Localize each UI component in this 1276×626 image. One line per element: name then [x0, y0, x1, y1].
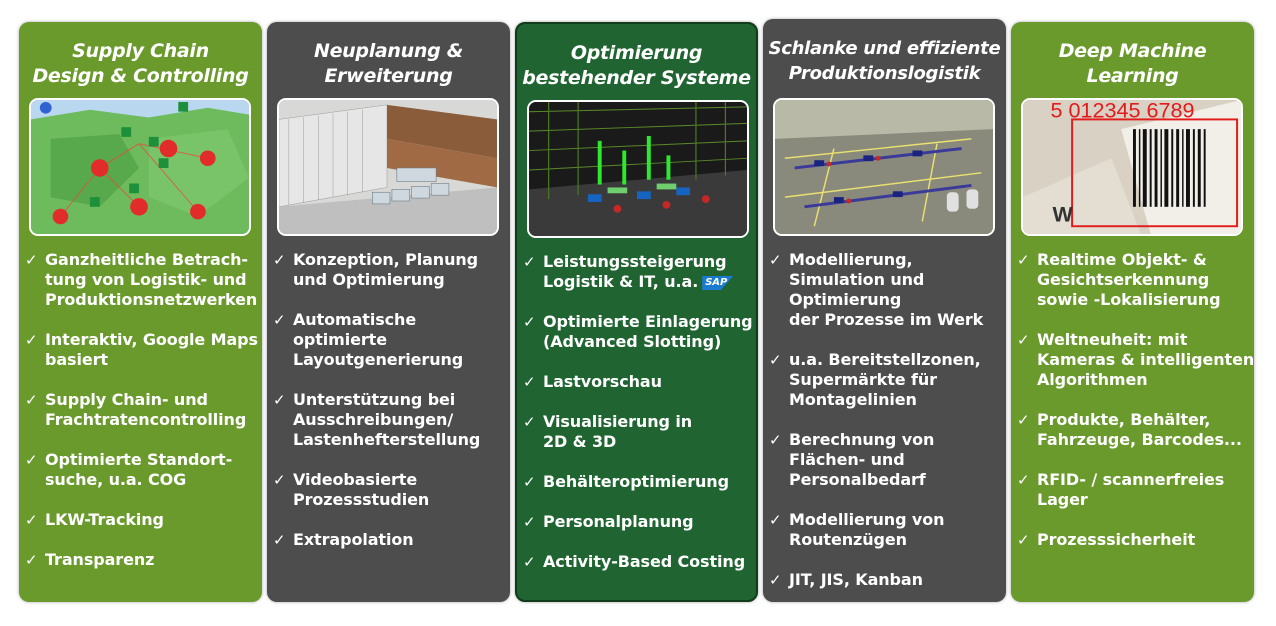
list-item: ✓ Produkte, Behälter, Fahrzeuge, Barcode…	[1017, 410, 1242, 449]
list-item: ✓ Videobasierte Prozessstudien	[273, 470, 430, 509]
rack-simulation-image	[527, 100, 749, 238]
check-icon: ✓	[523, 413, 536, 431]
check-icon: ✓	[25, 331, 38, 349]
svg-text:W: W	[1052, 202, 1073, 226]
check-icon: ✓	[523, 373, 536, 391]
list-item: ✓ Berechnung von Flächen- und Personalbe…	[769, 430, 935, 489]
list-item: ✓ JIT, JIS, Kanban	[769, 570, 923, 589]
list-item: ✓ u.a. Bereitstellzonen, Supermärkte für…	[769, 350, 981, 409]
check-icon: ✓	[1017, 251, 1030, 269]
check-icon: ✓	[769, 571, 782, 589]
check-icon: ✓	[523, 513, 536, 531]
check-icon: ✓	[25, 391, 38, 409]
list-item: ✓ Weltneuheit: mit Kameras & intelligent…	[1017, 330, 1255, 389]
feature-list: ✓ Modellierung, Simulation und Optimieru…	[769, 250, 1002, 610]
check-icon: ✓	[523, 313, 536, 331]
list-item: ✓ Realtime Objekt- & Gesichtserkennung s…	[1017, 250, 1221, 309]
check-icon: ✓	[25, 551, 38, 569]
list-item: ✓ Leistungssteigerung Logistik & IT, u.a…	[523, 252, 752, 292]
check-icon: ✓	[769, 431, 782, 449]
list-item: ✓ Modellierung, Simulation und Optimieru…	[769, 250, 984, 329]
card-produktionslogistik: Schlanke und effiziente Produktionslogis…	[763, 19, 1006, 602]
check-icon: ✓	[25, 251, 38, 269]
card-title: Schlanke und effiziente Produktionslogis…	[768, 38, 1001, 84]
sap-logo: SAP	[702, 276, 734, 290]
check-icon: ✓	[523, 553, 536, 571]
check-icon: ✓	[273, 251, 286, 269]
list-item: ✓ Visualisierung in 2D & 3D	[523, 412, 692, 451]
list-item: ✓ Unterstützung bei Ausschreibungen/ Las…	[273, 390, 481, 449]
production-floor-image	[773, 98, 995, 236]
list-item: ✓ Supply Chain- und Frachtratencontrolli…	[25, 390, 247, 429]
feature-list: ✓ Leistungssteigerung Logistik & IT, u.a…	[523, 252, 753, 592]
check-icon: ✓	[1017, 331, 1030, 349]
card-title: Supply Chain Design & Controlling	[32, 40, 249, 87]
check-icon: ✓	[25, 511, 38, 529]
check-icon: ✓	[25, 451, 38, 469]
check-icon: ✓	[523, 473, 536, 491]
barcode-digits: 5 012345 6789	[1050, 100, 1194, 122]
check-icon: ✓	[1017, 471, 1030, 489]
list-item: ✓ Extrapolation	[273, 530, 414, 549]
list-item: ✓ Prozesssicherheit	[1017, 530, 1196, 549]
check-icon: ✓	[1017, 531, 1030, 549]
barcode-detection-image: 5 012345 6789 W	[1021, 98, 1243, 236]
list-item: ✓ Optimierte Einlagerung (Advanced Slott…	[523, 312, 753, 351]
card-neuplanung: Neuplanung & Erweiterung ✓ Konzeption, P	[267, 22, 510, 602]
check-icon: ✓	[273, 471, 286, 489]
map-network-image	[29, 98, 251, 236]
list-item: ✓ LKW-Tracking	[25, 510, 164, 529]
feature-list: ✓ Realtime Objekt- & Gesichtserkennung s…	[1017, 250, 1255, 570]
list-item: ✓ Optimierte Standort- suche, u.a. COG	[25, 450, 233, 489]
card-optimierung: Optimierung bestehender Systeme	[515, 22, 758, 602]
check-icon: ✓	[769, 251, 782, 269]
list-item: ✓ Automatische optimierte Layoutgenerier…	[273, 310, 464, 369]
card-deep-learning: Deep Machine Learning 5 012345 6789 W ✓	[1011, 22, 1254, 602]
list-item: ✓ Konzeption, Planung und Optimierung	[273, 250, 479, 289]
card-title: Neuplanung & Erweiterung	[313, 40, 463, 87]
check-icon: ✓	[769, 351, 782, 369]
warehouse-3d-image	[277, 98, 499, 236]
list-item: ✓ Personalplanung	[523, 512, 694, 531]
list-item: ✓ Lastvorschau	[523, 372, 662, 391]
card-title: Optimierung bestehender Systeme	[522, 42, 751, 89]
check-icon: ✓	[523, 253, 536, 271]
check-icon: ✓	[273, 391, 286, 409]
list-item: ✓ RFID- / scannerfreies Lager	[1017, 470, 1225, 509]
list-item: ✓ Interaktiv, Google Maps basiert	[25, 330, 258, 369]
list-item: ✓ Modellierung von Routenzügen	[769, 510, 945, 549]
check-icon: ✓	[273, 311, 286, 329]
list-item: ✓ Activity-Based Costing	[523, 552, 746, 571]
check-icon: ✓	[1017, 411, 1030, 429]
check-icon: ✓	[769, 511, 782, 529]
feature-list: ✓ Ganzheitliche Betrach- tung von Logist…	[25, 250, 258, 590]
list-item: ✓ Behälteroptimierung	[523, 472, 729, 491]
card-title: Deep Machine Learning	[1058, 40, 1207, 87]
check-icon: ✓	[273, 531, 286, 549]
card-supply-chain: Supply Chain Design & Controlling	[19, 22, 262, 602]
list-item: ✓ Ganzheitliche Betrach- tung von Logist…	[25, 250, 258, 309]
feature-list: ✓ Konzeption, Planung und Optimierung ✓ …	[273, 250, 506, 570]
list-item: ✓ Transparenz	[25, 550, 155, 569]
